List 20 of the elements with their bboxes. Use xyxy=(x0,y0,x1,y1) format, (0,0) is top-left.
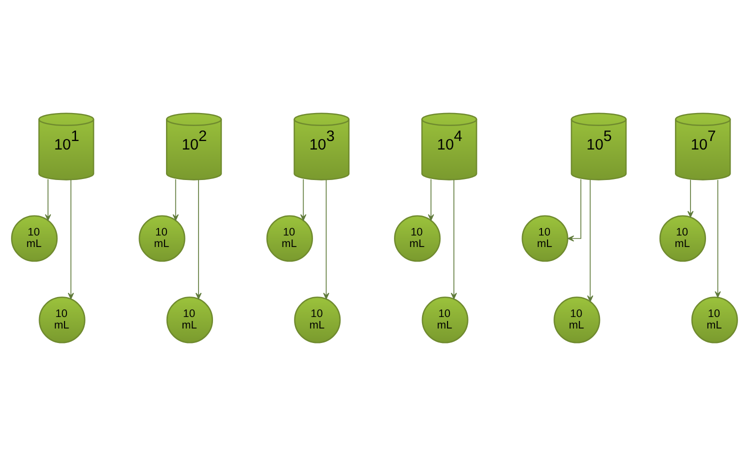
arrow xyxy=(567,178,582,242)
node-circle: 10 mL xyxy=(554,296,600,344)
arrow xyxy=(428,178,434,221)
arrow xyxy=(172,178,179,221)
arrow xyxy=(300,178,306,221)
arrow xyxy=(687,179,694,218)
arrow xyxy=(714,180,721,298)
arrow xyxy=(587,180,594,302)
node-circle: 10 mL xyxy=(422,296,468,344)
node-circle: 10 mL xyxy=(522,215,568,262)
node-circle: 10 mL xyxy=(166,296,214,344)
arrow xyxy=(68,180,74,300)
arrow xyxy=(44,178,52,221)
node-circle: 10 mL xyxy=(691,296,738,344)
arrow xyxy=(323,180,330,300)
node-circle: 10 mL xyxy=(294,296,341,344)
arrow xyxy=(450,180,457,300)
node-circle: 10 mL xyxy=(38,296,86,344)
arrow xyxy=(195,180,202,300)
node-circle: 10 mL xyxy=(659,215,706,262)
